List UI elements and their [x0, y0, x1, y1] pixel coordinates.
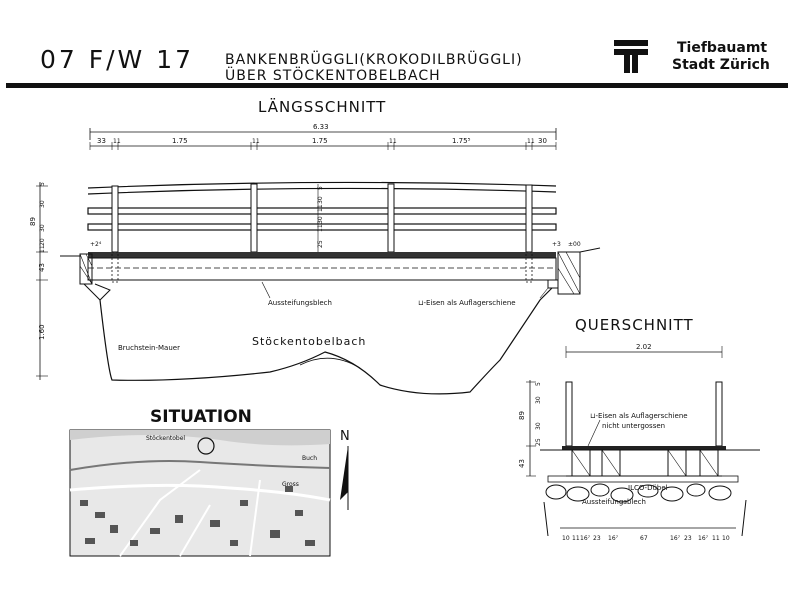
ravine-profile — [99, 287, 553, 395]
height-label: 20 — [39, 238, 46, 246]
bridge-subtitle: ÜBER STÖCKENTOBELBACH — [225, 66, 441, 84]
cross-height-label: 89 — [518, 411, 526, 420]
org-name: Tiefbauamt — [677, 40, 767, 56]
height-label: 30 — [39, 224, 46, 232]
stiffening-plate-label: Aussteifungsblech — [268, 299, 332, 307]
level-right-b: ±00 — [568, 241, 581, 248]
overall-dimension: 6.33 — [89, 123, 557, 140]
rail-height-label: 11 — [317, 224, 324, 232]
left-abutment — [60, 253, 111, 301]
cross-width-dimension: 2.02 — [565, 343, 723, 358]
stream-label: Stöckentobelbach — [252, 335, 366, 348]
height-label: 30 — [39, 200, 46, 208]
tiefbauamt-logo-icon — [614, 40, 648, 73]
cross-section-heading: QUERSCHNITT — [575, 316, 694, 334]
cross-height-label: 25 — [535, 438, 542, 446]
bottom-dim-label: 10 — [562, 535, 570, 542]
bridge-railing — [87, 181, 557, 253]
header-rule — [6, 83, 788, 88]
segment-dimensions: 33 11 1.75 11 1.75 11 1.75⁵ 11 30 — [89, 137, 557, 150]
bottom-dim-label: 23 — [684, 535, 692, 542]
rail-height-label: 30 — [317, 216, 324, 224]
segment-label: 11 — [389, 138, 397, 145]
drawing-code: 07 F/W 17 — [40, 45, 194, 74]
level-left: +2⁴ — [90, 241, 102, 248]
cross-channel-note: ⊔-Eisen als Auflagerschiene — [590, 412, 688, 420]
cross-height-dimensions: 5 30 89 30 25 43 — [518, 380, 542, 477]
north-arrow-icon: N — [340, 429, 350, 510]
rail-height-label: 25 — [317, 240, 324, 248]
bottom-dim-label: 11 — [572, 535, 580, 542]
bridge-deck — [87, 251, 557, 283]
height-label: 1.60 — [38, 324, 46, 340]
bottom-dim-label: 23 — [593, 535, 601, 542]
cross-height-label: 30 — [535, 396, 542, 404]
segment-label: 30 — [538, 137, 547, 145]
bottom-dim-label: 10 — [722, 535, 730, 542]
bottom-dim-label: 16⁷ — [670, 535, 681, 542]
height-label: 11 — [39, 245, 46, 253]
bottom-dim-label: 67 — [640, 535, 648, 542]
map-label: Gross — [282, 481, 299, 488]
segment-label: 11 — [113, 138, 121, 145]
segment-label: 11 — [252, 138, 260, 145]
cross-width-label: 2.02 — [636, 343, 652, 351]
cross-stiffening-label: Aussteifungsblech — [582, 498, 646, 506]
cross-channel-note-2: nicht untergossen — [602, 422, 665, 430]
bottom-dim-label: 16⁷ — [580, 535, 591, 542]
rail-height-label: 11 — [317, 204, 324, 212]
situation-map: Stöckentobel Gross Buch — [69, 429, 331, 557]
cross-section-drawing — [540, 381, 760, 537]
height-label: 5 — [39, 182, 46, 186]
segment-label: 1.75 — [312, 137, 328, 145]
rail-height-label: 30 — [317, 196, 324, 204]
stream-bed — [299, 357, 361, 369]
cross-height-label: 5 — [535, 382, 542, 386]
level-right-a: +3 — [552, 241, 561, 248]
longitudinal-heading: LÄNGSSCHNITT — [258, 97, 386, 116]
masonry-wall-label: Bruchstein-Mauer — [118, 344, 180, 352]
bridge-title: BANKENBRÜGGLI(KROKODILBRÜGGLI) — [225, 50, 523, 68]
segment-label: 1.75⁵ — [452, 137, 471, 145]
cross-height-label: 43 — [518, 459, 526, 468]
overall-length-label: 6.33 — [313, 123, 329, 131]
rail-height-label: 5 — [317, 186, 324, 190]
channel-support-label: ⊔-Eisen als Auflagerschiene — [418, 299, 516, 307]
bottom-dim-label: 16⁷ — [698, 535, 709, 542]
height-label: 89 — [29, 217, 37, 226]
cross-bottom-dimensions: 10 11 16⁷ 23 16⁷ 67 16⁷ 23 16⁷ 11 10 — [560, 527, 736, 542]
segment-label: 33 — [97, 137, 106, 145]
rail-height-dimensions: 5 30 11 30 11 25 — [317, 184, 324, 252]
segment-label: 1.75 — [172, 137, 188, 145]
height-dimensions: 5 30 89 30 20 11 43 1.60 — [29, 182, 48, 380]
org-city: Stadt Zürich — [672, 57, 770, 73]
map-label: Stöckentobel — [146, 435, 185, 442]
segment-label: 11 — [527, 138, 535, 145]
map-label: Buch — [302, 455, 317, 462]
height-label: 43 — [38, 263, 46, 272]
situation-heading: SITUATION — [150, 407, 252, 427]
bottom-dim-label: 11 — [712, 535, 720, 542]
right-abutment — [547, 247, 601, 295]
dowel-label: ILCO-Dübel — [628, 484, 668, 492]
north-label: N — [340, 429, 350, 444]
cross-height-label: 30 — [535, 422, 542, 430]
bottom-dim-label: 16⁷ — [608, 535, 619, 542]
